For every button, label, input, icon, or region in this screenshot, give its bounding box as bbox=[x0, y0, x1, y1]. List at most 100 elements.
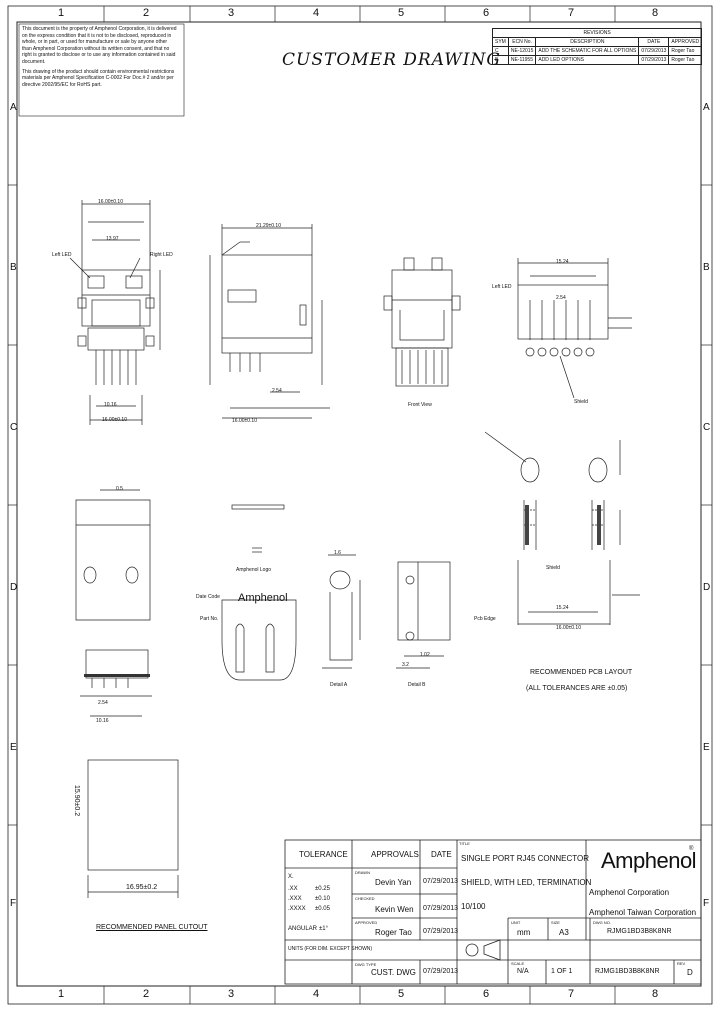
rev-col-ecn: ECN No. bbox=[507, 37, 537, 47]
proprietary-notes: This document is the property of Ampheno… bbox=[22, 26, 177, 91]
approved-caption: APPROVED bbox=[355, 920, 378, 925]
dim-bottom-width: 10.16 bbox=[96, 718, 109, 724]
amphenol-brand: Amphenol bbox=[601, 848, 697, 873]
rev-ecn: NE-11955 bbox=[507, 55, 537, 65]
angular-label: ANGULAR bbox=[288, 926, 318, 932]
date-code-label: Date Code bbox=[196, 594, 220, 600]
rev-col-sym: SYM bbox=[492, 37, 509, 47]
amphenol-marking: Amphenol bbox=[238, 592, 288, 604]
dim-body-label: 13.97 bbox=[106, 236, 119, 242]
dim-bottom-pitch: 2.54 bbox=[98, 700, 108, 706]
checked-date: 07/29/2013 bbox=[423, 905, 459, 912]
rev-date: 07/29/2013 bbox=[638, 46, 670, 56]
panel-width-label: 16.95±0.2 bbox=[126, 884, 158, 891]
dwg-no-value: RJMG1BD3B8K8NR bbox=[607, 928, 672, 935]
pcb-dim-label: 15.24 bbox=[556, 605, 569, 611]
units-label: UNITS (FOR DIM. EXCEPT SHOWN) bbox=[288, 946, 373, 952]
pcb-edge-label: Pcb Edge bbox=[474, 616, 496, 622]
revisions-header: REVISIONS bbox=[491, 28, 703, 38]
rev-col-date: DATE bbox=[638, 37, 670, 47]
drawn-caption: DRAWN bbox=[355, 870, 370, 875]
revision-table: REVISIONS SYM ECN No. DESCRIPTION DATE A… bbox=[491, 28, 703, 65]
angular-value: ±1° bbox=[319, 926, 329, 932]
title-line-2: SHIELD, WITH LED, TERMINATION bbox=[461, 878, 592, 887]
right-led-label: Right LED bbox=[150, 252, 173, 258]
base-bar bbox=[84, 674, 150, 677]
title-block: TOLERANCE APPROVALS DATE DRAWN Devin Yan… bbox=[285, 840, 701, 982]
registered-mark-icon: ® bbox=[689, 846, 694, 852]
amphenol-logo-label: Amphenol Logo bbox=[236, 567, 272, 573]
dim-schematic-width: 15.24 bbox=[556, 259, 569, 265]
table-row: C NE-12015 ADD THE SCHEMATIC FOR ALL OPT… bbox=[492, 46, 703, 56]
dwg-type-caption: DWG TYPE bbox=[355, 962, 377, 967]
approved-name: Roger Tao bbox=[375, 928, 412, 937]
panel-cutout-drawing bbox=[87, 759, 179, 898]
sheet-value: 1 OF 1 bbox=[551, 968, 573, 975]
tol-x: X. bbox=[288, 874, 294, 880]
unit-value: mm bbox=[517, 928, 531, 937]
schematic-drawing bbox=[517, 258, 632, 399]
rev-approved: Roger Tao bbox=[668, 55, 703, 65]
drawing-title: CUSTOMER DRAWING bbox=[282, 50, 501, 70]
title-line-3: 10/100 bbox=[461, 902, 486, 911]
unit-caption: UNIT bbox=[511, 920, 521, 925]
detail-b-label: Detail B bbox=[408, 682, 426, 688]
rev-description: ADD LED OPTIONS bbox=[535, 55, 640, 65]
company-name-2: Amphenol Taiwan Corporation bbox=[589, 908, 697, 917]
rev-approved: Roger Tao bbox=[668, 46, 703, 56]
dim-pitch-label: 10.16 bbox=[104, 402, 117, 408]
rev-col-description: DESCRIPTION bbox=[535, 37, 640, 47]
dim-schematic-pitch: 2.54 bbox=[556, 295, 566, 301]
rev-caption: REV bbox=[677, 961, 686, 966]
rev-ecn: NE-12015 bbox=[507, 46, 537, 56]
tol-xxx: .XXX bbox=[288, 896, 302, 902]
top-view-drawing bbox=[69, 200, 161, 425]
pcb-shield-label: Shield bbox=[546, 565, 560, 571]
tol-xx-value: ±0.25 bbox=[315, 886, 330, 892]
title-line-1: SINGLE PORT RJ45 CONNECTOR bbox=[461, 854, 590, 863]
size-caption: SIZE bbox=[551, 920, 560, 925]
detail-b-dim2: 1.02 bbox=[420, 652, 430, 658]
date-heading: DATE bbox=[431, 850, 452, 859]
drawn-date: 07/29/2013 bbox=[423, 878, 459, 885]
scale-caption: SCALE bbox=[511, 961, 525, 966]
approvals-heading: APPROVALS bbox=[371, 850, 419, 859]
drawn-name: Devin Yan bbox=[375, 878, 412, 887]
dim-side-base-label: 16.00±0.10 bbox=[232, 418, 257, 424]
checked-caption: CHECKED bbox=[355, 896, 375, 901]
panel-height-label: 15.90±0.2 bbox=[73, 785, 80, 817]
left-led-label: Left LED bbox=[52, 252, 72, 258]
rev-col-approved: APPROVED bbox=[668, 37, 703, 47]
detail-a-dim: 1.6 bbox=[334, 550, 341, 556]
tol-xx: .XX bbox=[288, 886, 298, 892]
part-number-label: Part No. bbox=[200, 616, 219, 622]
side-view-drawing bbox=[209, 224, 330, 419]
note-rohs: This drawing of the product should conta… bbox=[22, 68, 175, 88]
dim-bottom-top: 0.5 bbox=[116, 486, 123, 492]
rev-sym: C bbox=[492, 46, 509, 56]
rev-sym: B bbox=[492, 55, 509, 65]
schematic-left-led: Left LED bbox=[492, 284, 512, 290]
front-view-drawing bbox=[383, 257, 461, 387]
dim-side-pitch-label: 2.54 bbox=[272, 388, 282, 394]
tol-xxxx-value: ±0.05 bbox=[315, 906, 330, 912]
pcb-layout-tolerance: (ALL TOLERANCES ARE ±0.05) bbox=[526, 685, 628, 692]
tol-xxxx: .XXXX bbox=[288, 906, 306, 912]
rev-description: ADD THE SCHEMATIC FOR ALL OPTIONS bbox=[535, 46, 640, 56]
dwg-date: 07/29/2013 bbox=[423, 968, 459, 975]
tolerance-heading: TOLERANCE bbox=[299, 850, 348, 859]
rev-date: 07/29/2013 bbox=[638, 55, 670, 65]
dim-width-label: 16.00±0.10 bbox=[98, 199, 123, 205]
tol-xxx-value: ±0.10 bbox=[315, 896, 330, 902]
title-block-frame bbox=[284, 839, 702, 985]
note-proprietary: This document is the property of Ampheno… bbox=[22, 26, 177, 65]
product-marking-drawing bbox=[221, 504, 297, 681]
dim-width-bottom-label: 16.00±0.10 bbox=[102, 417, 127, 423]
front-view-label: Front View bbox=[408, 402, 432, 408]
approved-date: 07/29/2013 bbox=[423, 928, 459, 935]
detail-b-drawing bbox=[396, 561, 451, 669]
part-no-value: RJMG1BD3B8K8NR bbox=[595, 968, 660, 975]
pcb-layout-drawing bbox=[484, 431, 640, 625]
shield-label: Shield bbox=[574, 399, 588, 405]
